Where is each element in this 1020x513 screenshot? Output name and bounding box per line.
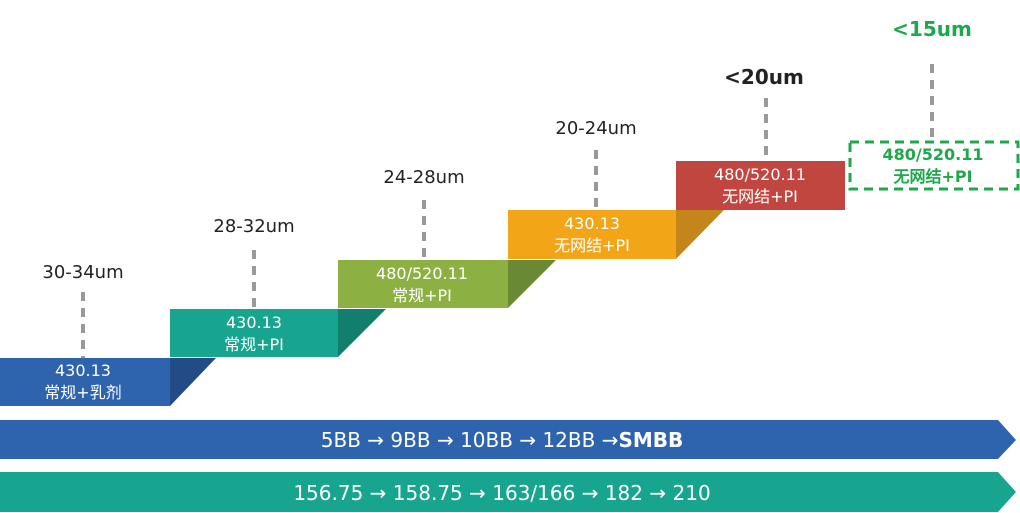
step-6-box (848, 140, 1020, 191)
thickness-label-2: 28-32um (213, 216, 294, 237)
arrow-bar-1-shape (0, 420, 1016, 459)
step-2-shade (338, 309, 386, 357)
arrow-bar-2-item-1: 156.75 (293, 481, 363, 505)
step-4-shade (676, 210, 724, 259)
arrow-bar-1-item-2: 9BB (390, 428, 430, 452)
thickness-label-6: <15um (892, 17, 972, 41)
step-4-box (508, 210, 676, 259)
step-5-line2: 无网结+PI (722, 187, 798, 206)
step-5: 480/520.11 无网结+PI (676, 161, 845, 210)
step-2: 430.13 常规+PI (170, 309, 386, 357)
arrow-bar-2-sep-4: → (649, 481, 666, 505)
arrow-bar-1: 5BB → 9BB → 10BB → 12BB →SMBB (0, 420, 1016, 459)
step-3-line1: 480/520.11 (376, 264, 468, 283)
step-1-line2: 常规+乳剂 (44, 383, 121, 402)
step-2-box (170, 309, 338, 357)
arrow-bar-1-item-1: 5BB (321, 428, 361, 452)
arrow-bar-2-item-4: 182 (605, 481, 643, 505)
step-2-line1: 430.13 (226, 313, 282, 332)
connector-lines (81, 64, 934, 360)
arrow-bar-2-shape (0, 472, 1016, 512)
step-1-line1: 430.13 (55, 361, 111, 380)
step-1-shade (170, 358, 216, 406)
step-3-shade (508, 260, 556, 308)
arrow-bar-2-item-3: 163/166 (492, 481, 575, 505)
step-6: 480/520.11 无网结+PI (848, 140, 1020, 191)
arrow-bar-1-sep-2: → (437, 428, 454, 452)
arrow-bar-1-sep-1: → (367, 428, 384, 452)
step-6-line2: 无网结+PI (892, 167, 972, 186)
step-1-box (0, 358, 170, 406)
arrow-bar-2-sep-2: → (469, 481, 486, 505)
arrow-bar-1-item-4: 12BB (542, 428, 595, 452)
arrow-bar-1-sep-4: → (602, 428, 619, 452)
step-2-line2: 常规+PI (224, 335, 284, 354)
thickness-labels: 30-34um 28-32um 24-28um 20-24um <20um <1… (42, 17, 971, 283)
step-1: 430.13 常规+乳剂 (0, 358, 216, 406)
arrow-bar-2: 156.75 → 158.75 → 163/166 → 182 → 210 (0, 472, 1016, 512)
step-4-line1: 430.13 (564, 214, 620, 233)
arrow-bar-1-item-3: 10BB (460, 428, 513, 452)
arrow-bar-2-sep-1: → (370, 481, 387, 505)
step-5-line1: 480/520.11 (714, 165, 806, 184)
arrow-bar-1-sep-3: → (519, 428, 536, 452)
arrow-bar-1-text: 5BB → 9BB → 10BB → 12BB →SMBB (321, 428, 684, 452)
step-3-box (338, 260, 508, 308)
thickness-label-3: 24-28um (383, 167, 464, 188)
arrow-bar-1-last: SMBB (618, 428, 683, 452)
thickness-label-5: <20um (724, 65, 804, 89)
step-3-line2: 常规+PI (392, 286, 452, 305)
arrow-bar-2-item-2: 158.75 (393, 481, 463, 505)
step-4-line2: 无网结+PI (554, 236, 630, 255)
thickness-label-4: 20-24um (555, 118, 636, 139)
arrow-bar-2-text: 156.75 → 158.75 → 163/166 → 182 → 210 (293, 481, 710, 505)
thickness-label-1: 30-34um (42, 262, 123, 283)
step-4: 430.13 无网结+PI (508, 210, 724, 259)
arrow-bar-2-item-5: 210 (673, 481, 711, 505)
arrow-bar-2-sep-3: → (582, 481, 599, 505)
step-3: 480/520.11 常规+PI (338, 260, 556, 308)
step-6-line1: 480/520.11 (883, 145, 984, 164)
step-5-box (676, 161, 845, 210)
